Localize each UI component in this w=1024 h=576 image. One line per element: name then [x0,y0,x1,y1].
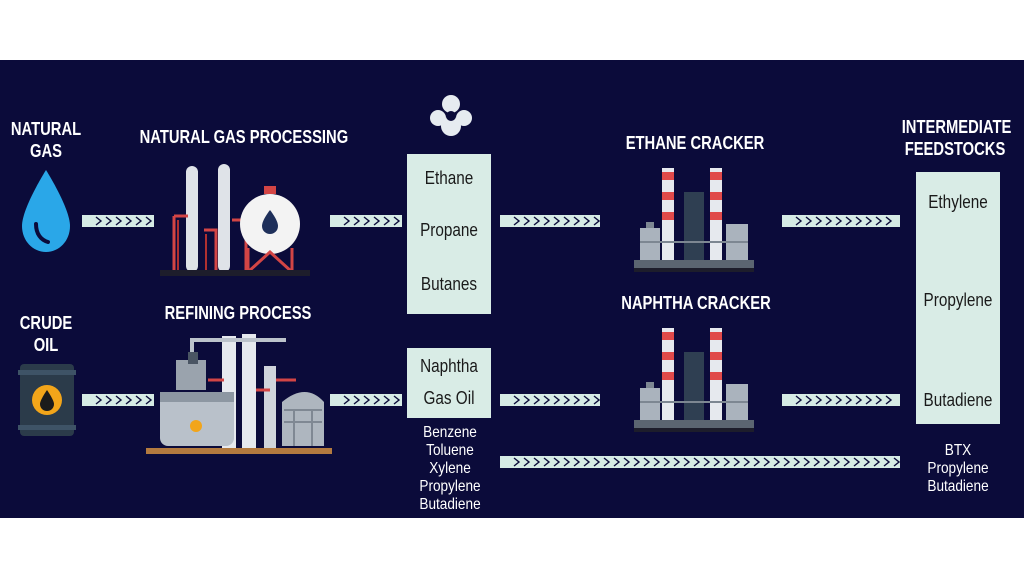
oil-products-box: Naphtha Gas Oil [407,348,491,418]
crude-oil-label: CRUDE OIL [19,313,73,355]
gas-product-butanes: Butanes [420,274,478,294]
chevron-arrow-icon [782,394,900,406]
btx-outputs-list: BTX Propylene Butadiene [916,442,1001,496]
aromatic-xylene: Xylene [429,460,471,477]
gas-product-ethane: Ethane [424,168,474,188]
aromatic-benzene: Benzene [423,424,477,441]
molecule-icon [430,95,472,136]
oil-product-naphtha: Naphtha [420,356,478,376]
ethane-cracker-icon [634,168,754,272]
intermediate-feedstocks-label: INTERMEDIATE FEEDSTOCKS [901,117,1012,159]
naphtha-cracker-label: NAPHTHA CRACKER [621,293,771,313]
feedstock-butadiene: Butadiene [923,390,993,410]
chevron-arrow-icon [82,215,154,227]
oil-product-gas-oil: Gas Oil [423,388,475,408]
gas-product-propane: Propane [420,220,478,240]
chevron-arrow-icon [330,394,402,406]
chevron-arrow-icon [82,394,154,406]
natural-gas-label: NATURAL GAS [10,119,82,161]
chevron-arrow-icon [782,215,900,227]
gas-products-box: Ethane Propane Butanes [407,154,491,314]
chevron-arrow-icon [500,456,900,468]
btx-output-butadiene: Butadiene [927,478,989,495]
btx-output-propylene: Propylene [927,460,989,477]
aromatic-propylene: Propylene [419,478,481,495]
refinery-icon [146,334,332,454]
intermediate-feedstocks-box: Ethylene Propylene Butadiene [916,172,1000,424]
ethane-cracker-label: ETHANE CRACKER [625,133,765,153]
refining-process-label: REFINING PROCESS [164,303,312,323]
chevron-arrow-icon [500,394,600,406]
water-drop-icon [22,170,70,252]
aromatic-butadiene: Butadiene [419,496,481,513]
oil-barrel-icon [18,364,76,436]
naphtha-cracker-icon [634,328,754,432]
feedstock-ethylene: Ethylene [928,192,988,212]
chevron-arrow-icon [500,215,600,227]
feedstock-propylene: Propylene [923,290,993,310]
chevron-arrow-icon [330,215,402,227]
aromatic-toluene: Toluene [426,442,474,459]
natural-gas-processing-label: NATURAL GAS PROCESSING [139,127,349,147]
gas-plant-icon [160,164,310,276]
btx-output-btx: BTX [944,442,972,459]
aromatics-list: Benzene Toluene Xylene Propylene Butadie… [408,424,493,514]
